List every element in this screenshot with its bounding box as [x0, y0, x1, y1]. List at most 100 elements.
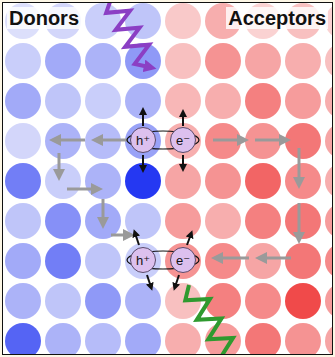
molecule-circle [205, 43, 241, 79]
carrier-label: h⁺ [136, 254, 150, 267]
transport-arrow [217, 257, 249, 260]
molecule-circle [85, 323, 121, 355]
molecule-circle [325, 323, 333, 355]
molecule-circle [5, 283, 41, 319]
molecule-circle [325, 43, 333, 79]
illustration [3, 3, 333, 355]
absorbed-photon [106, 3, 149, 67]
molecule-circle [45, 83, 81, 119]
charge-carrier: e⁻ [170, 127, 196, 153]
molecule-circle [85, 3, 121, 39]
binding-loop [127, 251, 199, 269]
molecule-circle [85, 243, 121, 279]
molecule-circle [5, 83, 41, 119]
molecule-circle [285, 283, 321, 319]
molecule-circle [125, 203, 161, 239]
transport-arrow [261, 257, 291, 260]
molecule-circle [125, 43, 161, 79]
molecule-circle [285, 243, 321, 279]
connector-layer [3, 3, 333, 355]
molecule-circle [45, 283, 81, 319]
molecule-circle [325, 123, 333, 159]
emitted-photon [185, 285, 235, 355]
molecule-circle [5, 123, 41, 159]
spin-arrow [182, 155, 184, 168]
charge-carrier: h⁺ [130, 247, 156, 273]
molecule-circle [45, 43, 81, 79]
molecule-circle [245, 283, 281, 319]
spin-arrow [182, 113, 184, 126]
molecule-circle [45, 323, 81, 355]
binding-loop [127, 131, 199, 149]
molecule-circle [285, 43, 321, 79]
molecule-circle [245, 163, 281, 199]
molecule-circle [245, 43, 281, 79]
molecule-circle [5, 163, 41, 199]
spin-arrow [187, 234, 191, 245]
molecule-circle [285, 203, 321, 239]
molecule-circle [5, 203, 41, 239]
molecule-circle [165, 3, 201, 39]
molecule-circle [285, 123, 321, 159]
molecule-circle [245, 243, 281, 279]
molecule-circle [245, 323, 281, 355]
molecule-circle [285, 83, 321, 119]
molecule-circle [125, 3, 161, 39]
molecule-circle [125, 283, 161, 319]
transport-arrow [255, 139, 285, 142]
transport-arrow [97, 139, 127, 142]
charge-carrier: h⁺ [130, 127, 156, 153]
molecule-circle [205, 83, 241, 119]
transport-arrow [111, 234, 129, 237]
molecule-circle [125, 323, 161, 355]
transport-arrow [67, 188, 97, 191]
molecule-circle [45, 163, 81, 199]
molecule-circle [325, 283, 333, 319]
molecule-circle [285, 163, 321, 199]
molecule-circle [245, 203, 281, 239]
molecule-circle [5, 323, 41, 355]
region-label: Donors [7, 7, 81, 29]
molecule-circle [245, 83, 281, 119]
molecule-circle [325, 243, 333, 279]
molecule-circle [325, 203, 333, 239]
molecule-circle [45, 203, 81, 239]
frame: h⁺ e⁻ h⁺ e⁻ Donors Acceptors [2, 2, 333, 355]
carrier-label: e⁻ [176, 254, 190, 267]
molecule-circle [165, 43, 201, 79]
molecule-circle [125, 243, 161, 279]
molecule-circle [205, 163, 241, 199]
molecule-circle [125, 123, 161, 159]
molecule-circle [165, 123, 201, 159]
molecule-circle [165, 163, 201, 199]
molecule-circle [85, 283, 121, 319]
molecule-circle [5, 243, 41, 279]
molecule-circle [165, 323, 201, 355]
region-label: Acceptors [226, 7, 328, 29]
spin-arrow [142, 155, 144, 169]
molecule-circle [165, 203, 201, 239]
molecule-circle [85, 83, 121, 119]
transport-arrow [58, 153, 61, 175]
transport-arrow [213, 139, 243, 142]
transport-arrow [298, 203, 301, 238]
molecule-circle [5, 43, 41, 79]
spin-arrow [142, 111, 144, 126]
molecule-circle [325, 163, 333, 199]
molecule-circle [285, 323, 321, 355]
transport-arrow [102, 199, 105, 223]
molecule-circle [85, 163, 121, 199]
molecule-circle [85, 43, 121, 79]
carrier-label: e⁻ [176, 134, 190, 147]
spin-arrow [175, 275, 179, 287]
spin-arrow [135, 233, 139, 245]
charge-carrier: e⁻ [170, 247, 196, 273]
carrier-label: h⁺ [136, 134, 150, 147]
molecule-circle [45, 243, 81, 279]
molecule-circle [165, 243, 201, 279]
transport-arrow [55, 139, 85, 142]
molecule-circle [325, 83, 333, 119]
molecule-circle [205, 243, 241, 279]
molecule-circle [205, 203, 241, 239]
